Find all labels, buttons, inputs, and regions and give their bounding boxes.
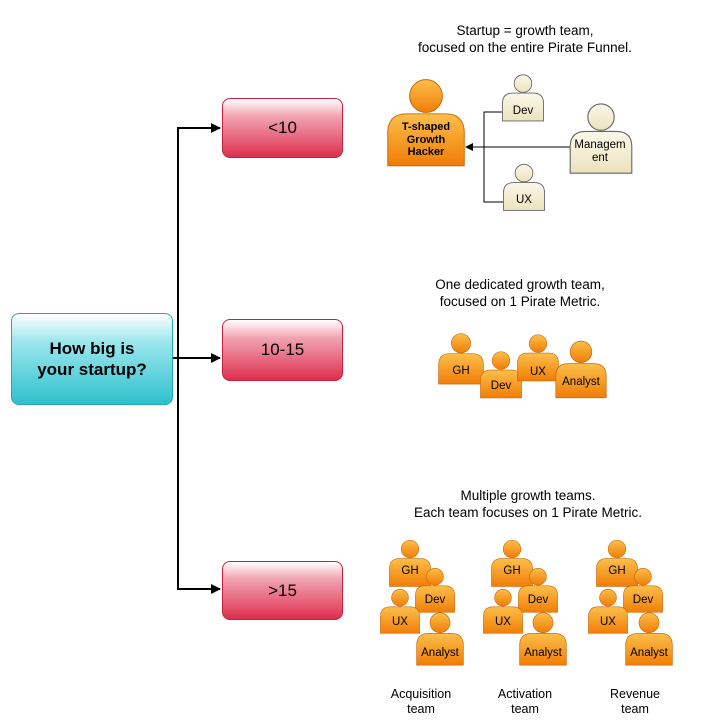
size-node-over-15: >15 xyxy=(222,561,343,620)
start-node-label: How big is your startup? xyxy=(37,339,147,379)
dev-connector xyxy=(483,111,505,147)
caption-line: Startup = growth team, xyxy=(456,23,594,38)
ux-connector xyxy=(483,147,505,203)
caption-line: focused on 1 Pirate Metric. xyxy=(439,294,601,309)
person-label: Analyst xyxy=(562,376,600,388)
caption-line: Multiple growth teams. xyxy=(460,488,596,503)
size-label: 10-15 xyxy=(260,340,305,359)
caption-line: Each team focuses on 1 Pirate Metric. xyxy=(413,505,643,520)
branch-caption: Startup = growth team, focused on the en… xyxy=(380,22,670,56)
person-label: T-shaped Growth Hacker xyxy=(401,121,451,158)
person-label: Dev xyxy=(527,594,549,606)
gh-person-icon xyxy=(388,539,432,587)
branch-caption: One dedicated growth team, focused on 1 … xyxy=(395,276,645,310)
person-label: GH xyxy=(608,565,626,577)
person-label: UX xyxy=(392,616,408,628)
team-name-line: Acquisition xyxy=(390,687,452,701)
caption-line: One dedicated growth team, xyxy=(435,277,605,292)
person-label: Dev xyxy=(512,105,534,117)
team-name-line: team xyxy=(621,702,649,716)
person-label: Dev xyxy=(424,594,446,606)
team-name-activation: Activation team xyxy=(479,687,571,717)
startup-size-question-node: How big is your startup? xyxy=(11,313,173,405)
team-name-revenue: Revenue team xyxy=(589,687,681,717)
team-name-line: team xyxy=(407,702,435,716)
person-label: Analyst xyxy=(421,647,459,659)
person-label: Analyst xyxy=(630,647,668,659)
size-label: <10 xyxy=(268,118,297,137)
person-label: GH xyxy=(503,565,521,577)
person-label: Dev xyxy=(490,380,512,392)
person-label: Dev xyxy=(632,594,654,606)
team-name-acquisition: Acquisition team xyxy=(375,687,467,717)
person-label: UX xyxy=(516,194,532,206)
gh-person-icon xyxy=(595,539,639,587)
person-label: GH xyxy=(452,365,470,377)
branch-caption: Multiple growth teams. Each team focuses… xyxy=(383,487,673,521)
person-label: GH xyxy=(401,565,419,577)
size-node-10-15: 10-15 xyxy=(222,319,343,381)
team-name-line: Revenue xyxy=(609,687,661,701)
main-connector xyxy=(172,123,221,359)
person-label: UX xyxy=(600,616,616,628)
size-node-under-10: <10 xyxy=(222,98,343,158)
person-label: Management xyxy=(574,139,626,164)
person-label: UX xyxy=(495,616,511,628)
person-label: UX xyxy=(530,366,546,378)
team-name-line: Activation xyxy=(497,687,553,701)
person-label: Analyst xyxy=(524,647,562,659)
caption-line: focused on the entire Pirate Funnel. xyxy=(418,40,632,55)
gh-person-icon xyxy=(490,539,534,587)
team-name-line: team xyxy=(511,702,539,716)
main-connector xyxy=(177,358,221,594)
size-label: >15 xyxy=(268,580,297,600)
